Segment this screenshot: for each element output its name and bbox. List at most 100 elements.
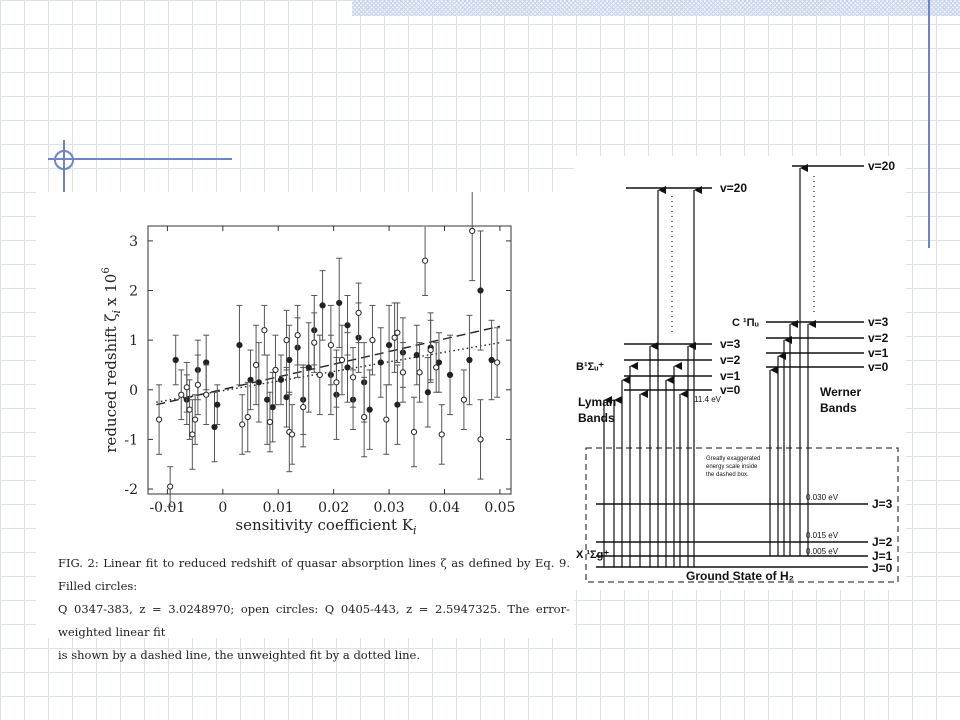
box-note-line-3: the dashed box. <box>706 472 749 478</box>
open-data-point <box>239 421 246 428</box>
filled-data-point <box>203 359 210 366</box>
lyman-bands-label-2: Bands <box>578 411 615 425</box>
x-tick-label: 0.03 <box>373 500 404 516</box>
y-tick-label: 1 <box>129 333 138 349</box>
level-lines <box>596 165 868 568</box>
open-data-point <box>333 379 340 386</box>
y-tick-label: -2 <box>124 482 138 498</box>
filled-data-point <box>344 322 351 329</box>
open-data-point <box>266 418 274 426</box>
werner-bands-label-1: Werner <box>820 385 861 399</box>
open-data-point <box>183 384 190 391</box>
energy-0030-ev-label: 0.030 eV <box>806 493 839 502</box>
open-data-point <box>300 404 307 411</box>
state-x-label: X ¹Σg⁺ <box>576 549 609 561</box>
open-data-point <box>294 332 301 339</box>
open-data-point <box>410 428 418 436</box>
box-note-line-1: Greatly exaggerated <box>706 456 760 462</box>
decorative-circle-stem <box>63 140 65 192</box>
x-tick-label: -0.01 <box>149 500 185 516</box>
lyman-v2-label: v=2 <box>720 353 741 367</box>
filled-data-point <box>172 356 179 364</box>
filled-data-point <box>247 376 254 383</box>
x-tick-label: 0 <box>218 500 227 516</box>
y-tick-label: 2 <box>129 284 138 300</box>
filled-data-point <box>435 359 443 366</box>
filled-data-point <box>286 356 293 364</box>
werner-v0-label: v=0 <box>868 360 889 374</box>
open-data-point <box>261 327 268 334</box>
y-tick-label: 0 <box>129 383 138 399</box>
filled-data-point <box>413 351 420 359</box>
state-b-label: B¹Σᵤ⁺ <box>576 361 604 373</box>
vibrational-continuation-dots <box>671 176 815 336</box>
open-data-point <box>369 337 376 344</box>
filled-data-point <box>283 394 290 401</box>
figure-caption: FIG. 2: Linear fit to reduced redshift o… <box>58 552 570 667</box>
lyman-v3-label: v=3 <box>720 337 741 351</box>
caption-line-1: FIG. 2: Linear fit to reduced redshift o… <box>58 556 570 593</box>
open-data-point <box>311 339 318 346</box>
open-data-point <box>272 366 279 374</box>
lyman-v20-label: v=20 <box>720 181 747 195</box>
y-tick-label: 3 <box>129 234 138 250</box>
lyman-bands-label-1: Lyman <box>578 395 616 409</box>
werner-v20-label: v=20 <box>868 159 895 173</box>
j1-label: J=1 <box>872 549 893 563</box>
open-data-point <box>477 436 484 443</box>
open-data-point <box>460 396 467 403</box>
decorative-horizontal-line <box>48 158 232 160</box>
open-data-point <box>167 483 174 490</box>
caption-line-3: is shown by a dashed line, the unweighte… <box>58 648 421 662</box>
h2-energy-level-diagram: v=20 v=3 v=2 v=1 v=0 v=20 v=3 v=2 v=1 v=… <box>574 156 906 590</box>
plot-frame <box>147 225 512 495</box>
open-data-point <box>494 359 501 366</box>
x-tick-label: 0.01 <box>263 500 294 516</box>
open-data-point <box>427 346 434 354</box>
werner-v2-label: v=2 <box>868 331 889 345</box>
weighted-fit-dashed-line <box>156 325 501 406</box>
filled-data-point <box>305 364 312 371</box>
filled-data-point <box>394 401 401 408</box>
transition-arrows <box>603 164 816 567</box>
open-data-point <box>178 391 185 398</box>
j0-label: J=0 <box>872 561 893 575</box>
open-data-point <box>203 391 210 398</box>
open-data-point <box>438 431 445 438</box>
filled-data-point <box>269 404 276 411</box>
open-data-point <box>194 381 201 388</box>
j2-label: J=2 <box>872 535 893 549</box>
y-tick-label: -1 <box>124 432 138 448</box>
filled-data-point <box>377 359 384 366</box>
filled-data-point <box>236 342 243 349</box>
open-data-point <box>155 416 163 423</box>
decorative-vertical-line <box>928 0 930 248</box>
filled-data-point <box>385 342 393 349</box>
open-data-point <box>192 416 199 423</box>
x-axis-label: sensitivity coefficient Ki <box>235 516 416 537</box>
exaggerated-energy-box <box>585 447 899 583</box>
open-data-point <box>338 356 346 364</box>
open-data-point <box>283 337 290 344</box>
filled-data-point <box>366 406 373 413</box>
open-data-point <box>186 406 193 413</box>
open-data-point <box>361 413 368 421</box>
filled-data-point <box>424 389 431 396</box>
open-data-point <box>327 342 334 349</box>
open-data-point <box>391 334 398 341</box>
open-data-point <box>399 369 407 376</box>
werner-v3-label: v=3 <box>868 315 889 329</box>
open-data-point <box>189 431 196 438</box>
open-data-point <box>416 369 423 376</box>
filled-data-point <box>446 371 454 378</box>
decorative-hatched-band <box>352 0 960 16</box>
open-data-point <box>244 413 251 421</box>
filled-data-point <box>488 356 495 364</box>
j3-label: J=3 <box>872 497 893 511</box>
open-data-point <box>394 329 401 336</box>
x-tick-label: 0.05 <box>484 500 515 516</box>
filled-data-point <box>211 423 218 431</box>
